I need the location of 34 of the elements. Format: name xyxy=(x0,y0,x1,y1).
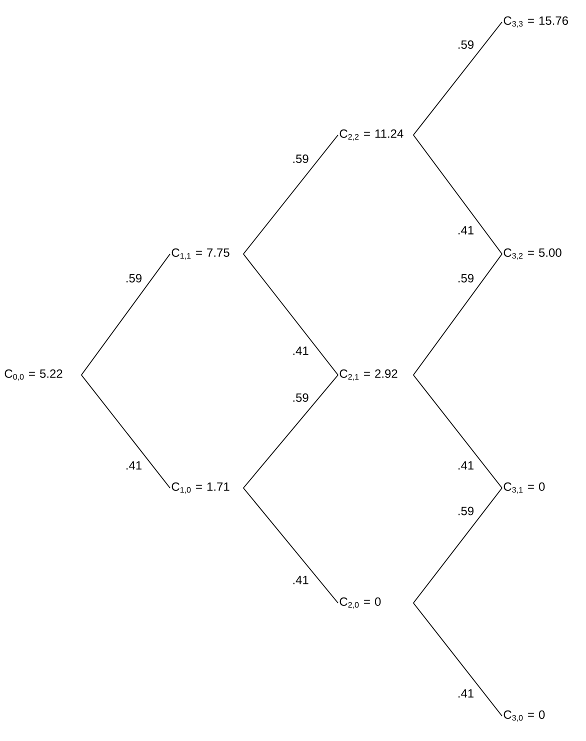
tree-branch xyxy=(412,134,502,254)
tree-branch xyxy=(412,488,502,604)
probability-label: .59 xyxy=(291,154,310,164)
probability-label: .41 xyxy=(291,574,310,586)
tree-branch xyxy=(80,374,170,488)
tree-branch xyxy=(242,134,338,254)
value-label: C$_{0,0}$ = 5.22 xyxy=(4,369,62,381)
probability-label: .41 xyxy=(291,346,310,356)
probability-label: .59 xyxy=(456,39,476,50)
probability-label: .59 xyxy=(124,272,144,284)
tree-branch xyxy=(242,374,338,488)
value-label: C$_{3,1}$ = 0 xyxy=(504,482,545,494)
probability-label: .41 xyxy=(456,460,476,471)
value-label: C$_{2,1}$ = 2.92 xyxy=(340,369,398,381)
value-label: C$_{3,0}$ = 0 xyxy=(504,710,545,722)
probability-label: .41 xyxy=(456,225,476,236)
value-label: C$_{2,0}$ = 0 xyxy=(340,597,381,609)
tree-branch xyxy=(412,22,502,136)
tree-branch xyxy=(242,254,338,376)
probability-label: .59 xyxy=(291,392,310,403)
value-label: C$_{3,2}$ = 5.00 xyxy=(504,248,562,260)
tree-branch xyxy=(412,254,502,376)
value-label: C$_{1,1}$ = 7.75 xyxy=(172,248,230,260)
tree-branch xyxy=(412,374,502,488)
probability-label: .59 xyxy=(456,272,476,284)
probability-label: .41 xyxy=(456,688,476,699)
value-label: C$_{2,2}$ = 11.24 xyxy=(340,129,404,141)
value-label: C$_{1,0}$ = 1.71 xyxy=(172,482,230,494)
probability-label: .59 xyxy=(456,506,476,516)
probability-label: .41 xyxy=(124,460,144,471)
value-label: C$_{3,3}$ = 15.76 xyxy=(504,16,568,28)
tree-branch xyxy=(412,602,502,716)
tree-branch xyxy=(80,254,170,376)
tree-branch xyxy=(242,488,338,604)
